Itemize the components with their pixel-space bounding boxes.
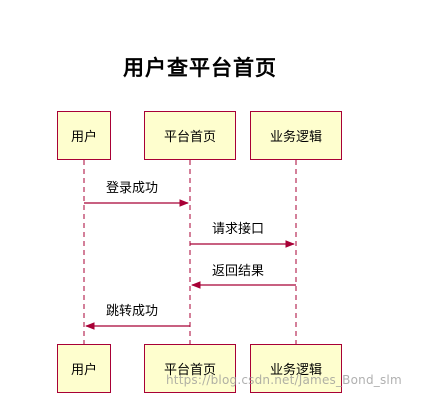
participant-user-top: 用户 <box>57 111 111 160</box>
diagram-title: 用户查平台首页 <box>123 56 277 80</box>
participant-label: 平台首页 <box>163 363 216 378</box>
participant-label: 业务逻辑 <box>269 363 322 378</box>
participant-business-logic-top: 业务逻辑 <box>250 111 342 160</box>
participant-label: 平台首页 <box>163 130 216 145</box>
participant-platform-home-top: 平台首页 <box>144 111 236 160</box>
participant-business-logic-bottom: 业务逻辑 <box>250 344 342 393</box>
message-label-4: 跳转成功 <box>106 304 159 319</box>
watermark-text: https://blog.csdn.net/James_Bond_slm <box>166 373 402 387</box>
participant-label: 用户 <box>70 363 97 378</box>
message-label-1: 登录成功 <box>106 181 159 196</box>
message-label-2: 请求接口 <box>212 222 265 237</box>
message-label-3: 返回结果 <box>212 264 265 279</box>
participant-label: 业务逻辑 <box>269 130 322 145</box>
participant-user-bottom: 用户 <box>57 344 111 393</box>
participant-label: 用户 <box>70 130 97 145</box>
participant-platform-home-bottom: 平台首页 <box>144 344 236 393</box>
